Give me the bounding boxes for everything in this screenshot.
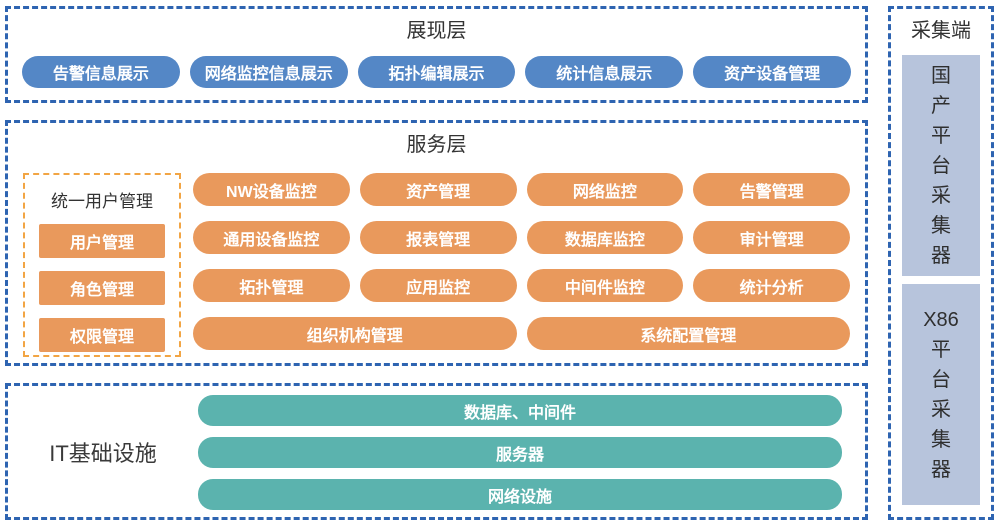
role-management-block: 角色管理	[39, 271, 165, 305]
service-item-application-monitor: 应用监控	[359, 269, 517, 302]
service-item-network-monitor: 网络监控	[526, 173, 684, 206]
service-item-nw-device-monitor: NW设备监控	[193, 173, 350, 206]
service-item-middleware-monitor: 中间件监控	[526, 269, 684, 302]
service-item-asset-mgmt: 资产管理	[359, 173, 517, 206]
service-item-database-monitor: 数据库监控	[526, 221, 684, 254]
service-item-alarm-mgmt: 告警管理	[693, 173, 850, 206]
unified-user-management-group: 统一用户管理 用户管理 角色管理 权限管理	[23, 173, 181, 357]
infrastructure-layer-section: IT基础设施 数据库、中间件 服务器 网络设施	[5, 383, 868, 520]
infra-item-server: 服务器	[198, 437, 842, 468]
domestic-platform-collector-block: 国产平台采集器	[902, 55, 980, 276]
service-item-statistics-analysis: 统计分析	[693, 269, 850, 302]
user-management-block: 用户管理	[39, 224, 165, 258]
presentation-item-alarm-info: 告警信息展示	[22, 56, 180, 88]
collection-panel-title: 采集端	[911, 20, 971, 42]
service-layer-section: 服务层 统一用户管理 用户管理 角色管理 权限管理 NW设备监控 资产管理 网络…	[5, 120, 868, 366]
presentation-layer-section: 展现层 告警信息展示 网络监控信息展示 拓扑编辑展示 统计信息展示 资产设备管理	[5, 6, 868, 103]
presentation-item-network-monitor-info: 网络监控信息展示	[189, 56, 348, 88]
infrastructure-layer-title: IT基础设施	[49, 440, 157, 466]
infra-item-network-facility: 网络设施	[198, 479, 842, 510]
presentation-item-asset-device-mgmt: 资产设备管理	[693, 56, 851, 88]
service-layer-title: 服务层	[406, 134, 467, 156]
presentation-item-statistics-info: 统计信息展示	[525, 56, 684, 88]
infra-item-database-middleware: 数据库、中间件	[198, 395, 842, 426]
infrastructure-bars: 数据库、中间件 服务器 网络设施	[198, 395, 842, 517]
unified-user-management-title: 统一用户管理	[51, 192, 153, 211]
service-item-report-mgmt: 报表管理	[359, 221, 517, 254]
presentation-item-topology-edit: 拓扑编辑展示	[357, 56, 516, 88]
service-item-system-config-mgmt: 系统配置管理	[526, 317, 850, 350]
service-layer-body: 统一用户管理 用户管理 角色管理 权限管理 NW设备监控 资产管理 网络监控 告…	[23, 173, 850, 357]
infrastructure-body: IT基础设施 数据库、中间件 服务器 网络设施	[8, 386, 865, 517]
presentation-layer-title: 展现层	[406, 20, 467, 42]
service-item-topology-mgmt: 拓扑管理	[193, 269, 350, 302]
service-grid: NW设备监控 资产管理 网络监控 告警管理 通用设备监控 报表管理 数据库监控 …	[193, 173, 850, 357]
service-item-general-device-monitor: 通用设备监控	[193, 221, 350, 254]
permission-management-block: 权限管理	[39, 318, 165, 352]
service-item-organization-mgmt: 组织机构管理	[193, 317, 517, 350]
presentation-layer-items: 告警信息展示 网络监控信息展示 拓扑编辑展示 统计信息展示 资产设备管理	[22, 56, 851, 88]
service-item-audit-mgmt: 审计管理	[693, 221, 850, 254]
